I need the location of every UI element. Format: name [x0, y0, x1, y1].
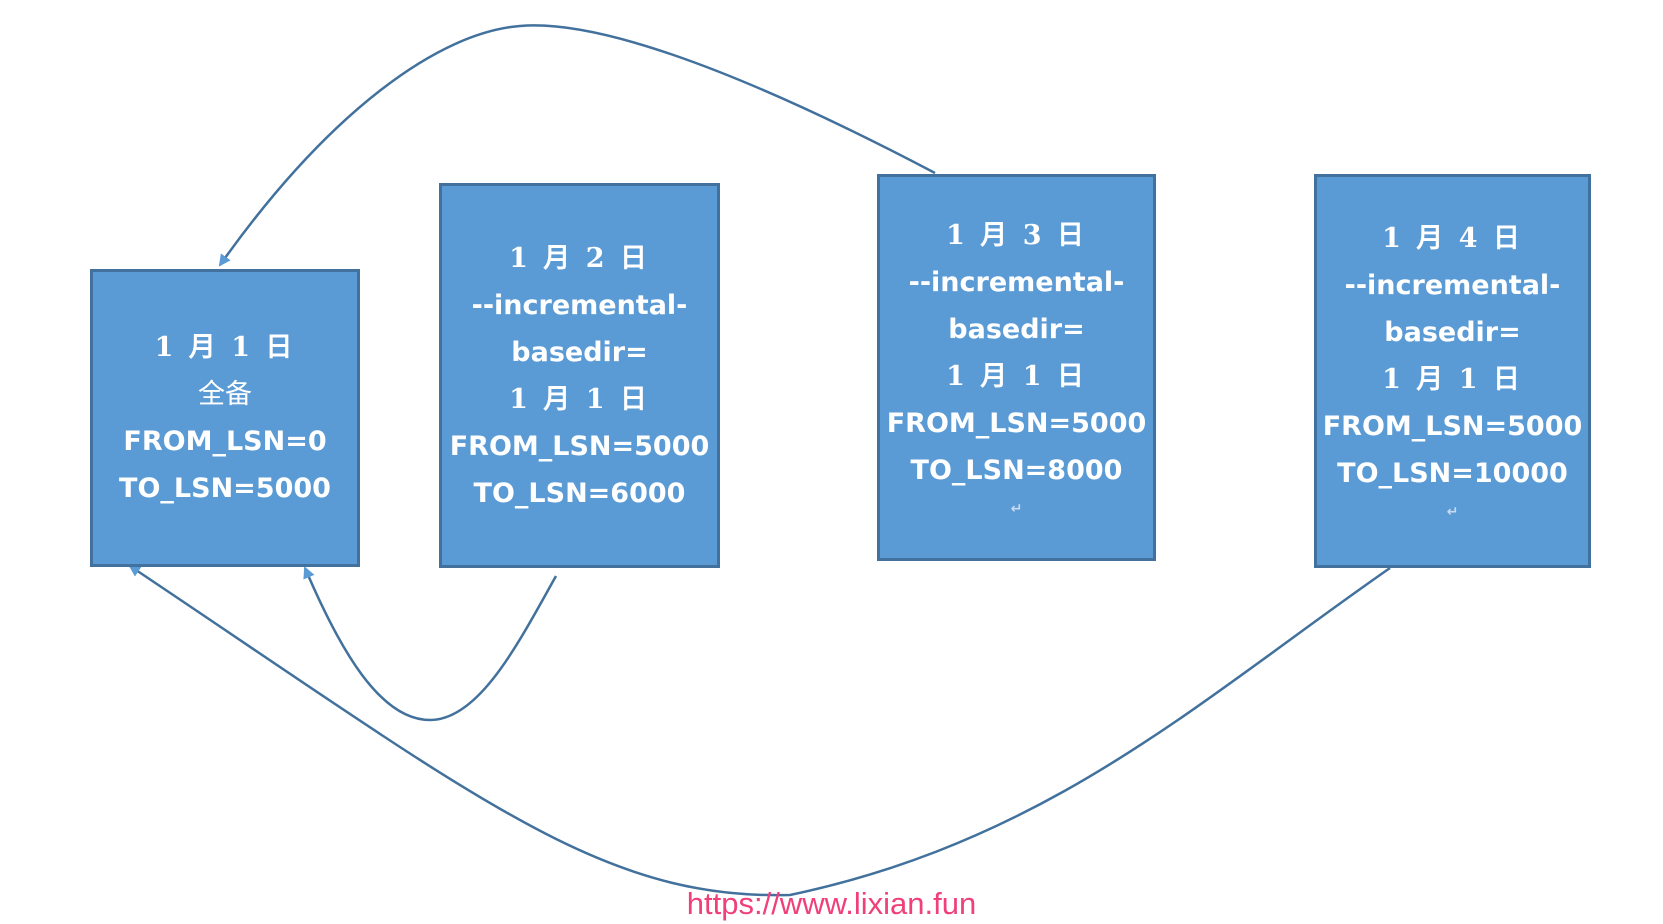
to-lsn-label: TO_LSN=5000: [119, 473, 331, 504]
base-date-label: 1 月 1 日: [1382, 364, 1523, 395]
paragraph-mark-icon: ↵: [1446, 504, 1459, 520]
incremental-backup-box-jan4: 1 月 4 日 --incremental- basedir= 1 月 1 日 …: [1314, 174, 1591, 568]
full-backup-box-jan1: 1 月 1 日 全备 FROM_LSN=0 TO_LSN=5000: [90, 269, 360, 567]
incremental-option-label: --incremental-: [908, 266, 1125, 298]
arrow-jan4-to-jan1: [128, 564, 1391, 897]
to-lsn-label: TO_LSN=10000: [1337, 458, 1568, 489]
basedir-label: basedir=: [511, 336, 648, 368]
basedir-label: basedir=: [1384, 317, 1521, 348]
incremental-option-label: --incremental-: [471, 289, 688, 321]
to-lsn-label: TO_LSN=6000: [473, 477, 686, 509]
from-lsn-label: FROM_LSN=5000: [1322, 411, 1583, 442]
box-date-label: 1 月 2 日: [509, 242, 650, 274]
arrow-jan2-to-jan1: [303, 566, 558, 722]
base-date-label: 1 月 1 日: [509, 383, 650, 415]
from-lsn-label: FROM_LSN=0: [123, 426, 327, 457]
from-lsn-label: FROM_LSN=5000: [449, 430, 710, 462]
box-date-label: 1 月 1 日: [154, 332, 296, 363]
basedir-label: basedir=: [948, 313, 1085, 345]
paragraph-mark-icon: ↵: [1010, 500, 1023, 517]
incremental-backup-box-jan2: 1 月 2 日 --incremental- basedir= 1 月 1 日 …: [439, 183, 720, 568]
box-date-label: 1 月 3 日: [946, 219, 1087, 251]
base-date-label: 1 月 1 日: [946, 360, 1087, 392]
watermark-url: https://www.lixian.fun: [686, 886, 977, 921]
to-lsn-label: TO_LSN=8000: [910, 454, 1123, 486]
box-date-label: 1 月 4 日: [1382, 223, 1523, 254]
incremental-option-label: --incremental-: [1344, 270, 1561, 301]
incremental-backup-box-jan3: 1 月 3 日 --incremental- basedir= 1 月 1 日 …: [877, 174, 1156, 561]
backup-type-label: 全备: [198, 379, 252, 410]
from-lsn-label: FROM_LSN=5000: [886, 407, 1147, 439]
